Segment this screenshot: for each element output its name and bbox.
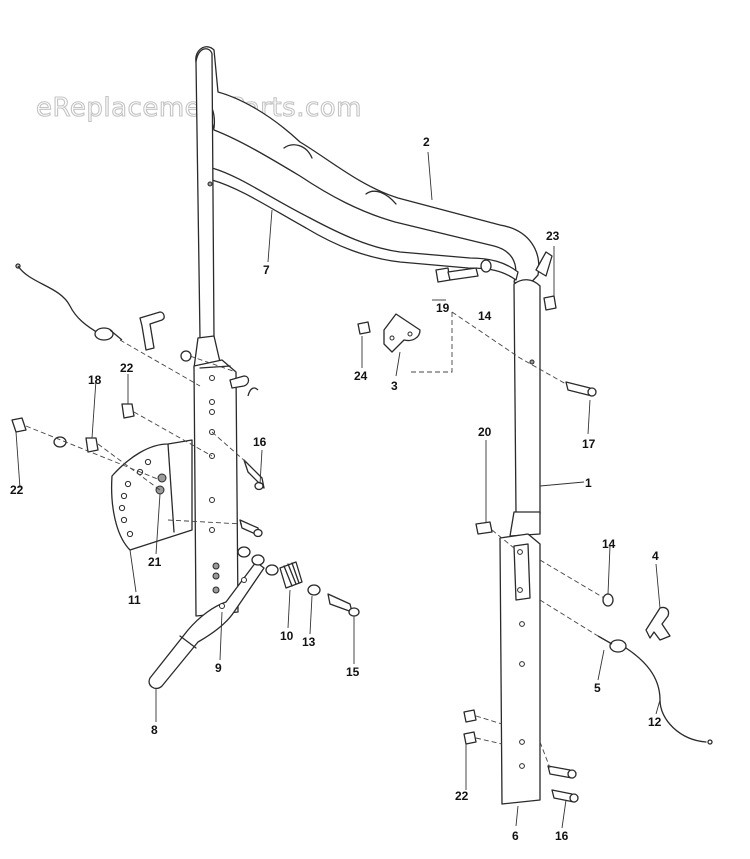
left-cable xyxy=(15,263,123,341)
alignment-lines xyxy=(25,311,605,769)
right-upright-tube xyxy=(509,279,541,537)
callout-16b: 16 xyxy=(555,829,569,843)
left-fasteners xyxy=(11,311,265,538)
callout-18: 18 xyxy=(88,373,102,387)
callout-24: 24 xyxy=(354,369,368,383)
callout-13: 13 xyxy=(302,635,316,649)
callout-16a: 16 xyxy=(253,435,267,449)
left-lower-bracket xyxy=(193,359,250,617)
callout-4: 4 xyxy=(652,549,659,563)
callout-6: 6 xyxy=(512,829,519,843)
callout-7: 7 xyxy=(263,263,270,277)
callout-22c: 22 xyxy=(455,789,469,803)
pivot-hardware xyxy=(237,546,360,617)
callout-12: 12 xyxy=(648,715,662,729)
callout-2: 2 xyxy=(423,135,430,149)
callout-14b: 14 xyxy=(602,537,616,551)
callout-labels: 1 2 3 4 5 6 7 8 9 10 11 12 13 14 14 15 1… xyxy=(10,135,662,843)
callout-23: 23 xyxy=(546,229,560,243)
callout-5: 5 xyxy=(594,681,601,695)
callout-8: 8 xyxy=(151,723,158,737)
callout-1: 1 xyxy=(585,476,592,490)
callout-22a: 22 xyxy=(120,361,134,375)
callout-17: 17 xyxy=(582,437,596,451)
right-lower-bracket xyxy=(499,533,541,805)
right-fasteners xyxy=(357,251,671,803)
callout-14a: 14 xyxy=(478,309,492,323)
callout-3: 3 xyxy=(391,379,398,393)
callout-19: 19 xyxy=(436,301,450,315)
callout-11: 11 xyxy=(128,593,141,607)
callout-9: 9 xyxy=(215,661,222,675)
adjust-lever xyxy=(148,561,265,690)
callout-22b: 22 xyxy=(10,483,24,497)
callout-20: 20 xyxy=(478,425,492,439)
callout-21: 21 xyxy=(148,555,162,569)
callout-10: 10 xyxy=(280,629,294,643)
leader-lines xyxy=(15,151,661,829)
callout-15: 15 xyxy=(346,665,360,679)
height-adjust-plate xyxy=(110,439,193,551)
left-upright-tube xyxy=(193,48,221,369)
